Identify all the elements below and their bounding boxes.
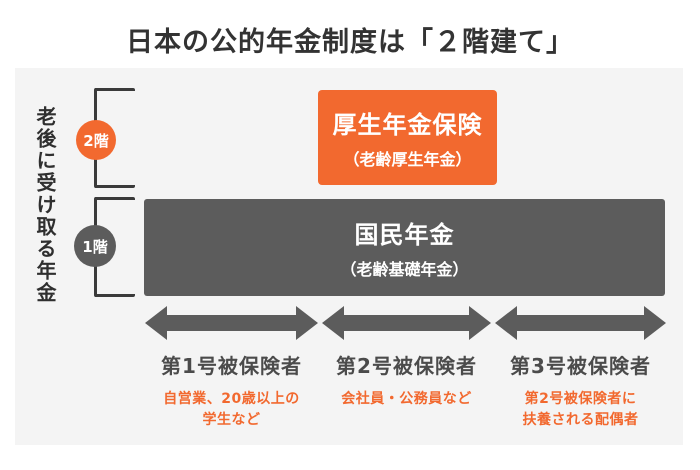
page-title: 日本の公的年金制度は「２階建て」: [126, 27, 574, 58]
arrow-shaft: [343, 315, 470, 331]
arrow-left-head-icon: [145, 306, 167, 340]
group-2-range-arrow: [322, 306, 491, 340]
arrow-shaft: [516, 315, 645, 331]
arrow-left-head-icon: [495, 306, 517, 340]
floor-1-badge: 1階: [74, 225, 116, 267]
insured-group-2: 第2号被保険者 会社員・公務員など: [318, 350, 495, 410]
insured-group-3-label: 第3号被保険者: [510, 354, 651, 378]
insured-group-3-description: 第2号被保険者に 扶養される配偶者: [522, 391, 639, 428]
kokumin-nenkin-box: 国民年金 （老齢基礎年金）: [144, 199, 665, 296]
insured-group-2-label: 第2号被保険者: [336, 354, 477, 378]
insured-group-1-label: 第1号被保険者: [161, 354, 302, 378]
arrow-shaft: [166, 315, 297, 331]
insured-group-3: 第3号被保険者 第2号被保険者に 扶養される配偶者: [491, 350, 670, 431]
insured-group-2-description: 会社員・公務員など: [341, 391, 472, 407]
kosei-nenkin-subtitle: （老齢厚生年金）: [343, 150, 472, 169]
arrow-right-head-icon: [296, 306, 318, 340]
arrow-right-head-icon: [644, 306, 666, 340]
group-1-range-arrow: [145, 306, 318, 340]
insured-group-1-description: 自営業、20歳以上の 学生など: [163, 391, 300, 428]
kokumin-nenkin-subtitle: （老齢基礎年金）: [340, 260, 469, 279]
group-3-range-arrow: [495, 306, 666, 340]
arrow-right-head-icon: [469, 306, 491, 340]
arrow-left-head-icon: [322, 306, 344, 340]
kosei-nenkin-title: 厚生年金保険: [332, 111, 483, 139]
kosei-nenkin-box: 厚生年金保険 （老齢厚生年金）: [318, 90, 497, 185]
kokumin-nenkin-title: 国民年金: [354, 221, 455, 249]
insured-group-1: 第1号被保険者 自営業、20歳以上の 学生など: [141, 350, 322, 431]
side-axis-label: 老後に受け取る年金: [33, 106, 57, 304]
floor-2-badge: 2階: [76, 120, 116, 160]
